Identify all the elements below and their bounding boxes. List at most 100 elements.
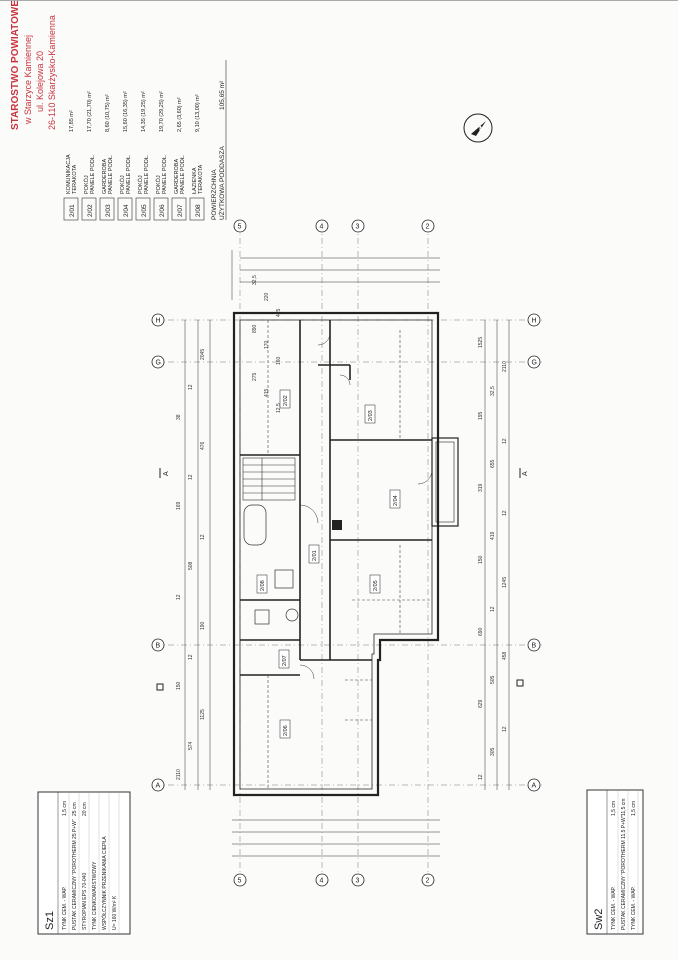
legend-room-floor: TERAKOTA: [72, 164, 78, 194]
sz1-layer-thickness: 25 cm: [72, 802, 78, 816]
dim-top: 12,5: [276, 403, 282, 413]
legend-room-floor: PANELE PODŁ.: [162, 154, 168, 194]
legend-room-name: POKÓJ: [155, 175, 162, 194]
sz1-layer-thickness: 1,5 cm: [62, 801, 68, 816]
dim-right: 12: [478, 774, 484, 780]
dim-right: 655: [490, 459, 496, 468]
dim-right: 1525: [478, 337, 484, 348]
dim-right: 629: [478, 699, 484, 708]
legend-room-area: 9,10 (13,00) m²: [195, 94, 201, 132]
dim-right: 2110: [502, 361, 508, 372]
legend-room-area: 14,35 (19,25) m²: [141, 91, 147, 132]
axis-bubble: [233, 873, 247, 887]
legend-room-name: POKÓJ: [119, 175, 126, 194]
axis-label: 2: [426, 878, 430, 885]
official-stamp: STAROSTWO POWIATOWE w Starzyce Kamiennej…: [0, 0, 78, 135]
legend-id-box: [189, 197, 205, 221]
dim-right: 505: [490, 675, 496, 684]
room-label: 2/05: [373, 580, 379, 591]
dim-right: 458: [502, 651, 508, 660]
sz1-layer-thickness: 20 cm: [82, 802, 88, 816]
dim-right: 195: [478, 411, 484, 420]
legend-room-floor: PANELE PODŁ.: [126, 154, 132, 194]
dim-left: 574: [188, 741, 194, 750]
room-label-box: [256, 574, 268, 594]
legend-room-floor: PANELE PODŁ.: [108, 154, 114, 194]
legend-room-area: 17,70 (21,70) m²: [87, 91, 93, 132]
dim-top: 475: [276, 308, 282, 317]
legend-total-label-2: UŻYTKOWA PODDASZA: [217, 146, 226, 220]
room-label: 2/07: [282, 655, 288, 666]
legend-total-value: 105,65 m²: [219, 80, 226, 110]
dim-left: 12: [188, 654, 194, 660]
stamp-graphic: STAROSTWO POWIATOWE w Starzyce Kamiennej…: [10, 0, 57, 130]
sz1-layer-name: STYROPIAN EPS 70-040: [82, 873, 88, 930]
dim-right: 32,5: [490, 386, 496, 396]
room-label-box: [279, 719, 291, 739]
legend-id-box: [153, 197, 169, 221]
axis-label: A: [156, 783, 161, 790]
dim-left: 12: [200, 534, 206, 540]
legend-room-name: GARDEROBA: [102, 159, 108, 194]
legend-room-name: POKÓJ: [137, 175, 144, 194]
dim-left: 150: [176, 681, 182, 690]
dim-right: 12: [502, 438, 508, 444]
sw2-layer-name: TYNK CEM. - WAP.: [611, 886, 617, 930]
dim-left: 190: [200, 621, 206, 630]
stamp-line2: w Starzyce Kamiennej: [23, 35, 33, 125]
room-label-box: [389, 489, 401, 509]
axis-label: 4: [320, 878, 324, 885]
svg-text:N: N: [479, 125, 485, 134]
legend-id-box: [135, 197, 151, 221]
dim-top: 170: [264, 340, 270, 349]
axis-label: 3: [356, 878, 360, 885]
axis-label: G: [532, 360, 537, 367]
room-label: 2/06: [283, 725, 289, 736]
sw2-layer-thickness: 1,5 cm: [631, 801, 637, 816]
axis-label: 4: [320, 224, 324, 231]
axis-bubble: [351, 873, 365, 887]
axis-label: 5: [238, 878, 242, 885]
legend-room-id: 2/07: [177, 204, 184, 217]
sw2-layer-name: TYNK CEM. - WAP.: [631, 886, 637, 930]
dim-left: 12: [176, 594, 182, 600]
legend-room-area: 2,65 (3,60) m²: [177, 97, 183, 132]
legend-total-label: POWIERZCHNIA: [211, 169, 218, 220]
axis-label: 2: [426, 224, 430, 231]
axis-bubble: [151, 778, 165, 792]
dim-top: 160: [276, 356, 282, 365]
legend-id-box: [99, 197, 115, 221]
room-label: 2/08: [260, 580, 266, 591]
room-label-box: [278, 649, 290, 669]
axis-bubble: [421, 219, 435, 233]
legend-room-floor: TERAKOTA: [198, 164, 204, 194]
axis-label: 3: [356, 224, 360, 231]
legend-room-id: 2/02: [87, 204, 94, 217]
legend-room-area: 19,70 (29,25) m²: [159, 91, 165, 132]
sw2-layer-name: PUSTAK CERAMICZNY "POROTHERM 11,5 P+W": [621, 815, 627, 930]
dim-right: 690: [478, 627, 484, 636]
dim-left: 508: [188, 561, 194, 570]
north-arrow-icon: N: [463, 113, 493, 143]
legend-room-id: 2/01: [69, 204, 76, 217]
dim-left: 476: [200, 441, 206, 450]
dim-right: 305: [490, 747, 496, 756]
sz1-layer-name: U= 160 W/m² K: [112, 895, 118, 930]
legend-room-name: KOMUNIKACJA: [66, 154, 72, 194]
axis-bubble: [421, 873, 435, 887]
legend-room-id: 2/04: [123, 204, 130, 217]
axis-bubble: [151, 355, 165, 369]
sw2-title: Sw2: [593, 909, 605, 930]
dim-top: 220: [264, 292, 270, 301]
axis-label: H: [156, 318, 161, 325]
legend-room-area: 17,85 m²: [69, 110, 75, 132]
sz1-layer-name: PUSTAK CERAMICZNY "POROTHERM 25 P+W": [72, 819, 78, 930]
axis-bubble: [527, 313, 541, 327]
axis-label: H: [532, 318, 537, 325]
legend-room-area: 15,60 (16,35) m²: [123, 91, 129, 132]
section-mark-left: A: [163, 471, 170, 476]
legend-room-id: 2/05: [141, 204, 148, 217]
legend-room-name: GARDEROBA: [174, 159, 180, 194]
legend-room-floor: PANELE PODŁ.: [90, 154, 96, 194]
